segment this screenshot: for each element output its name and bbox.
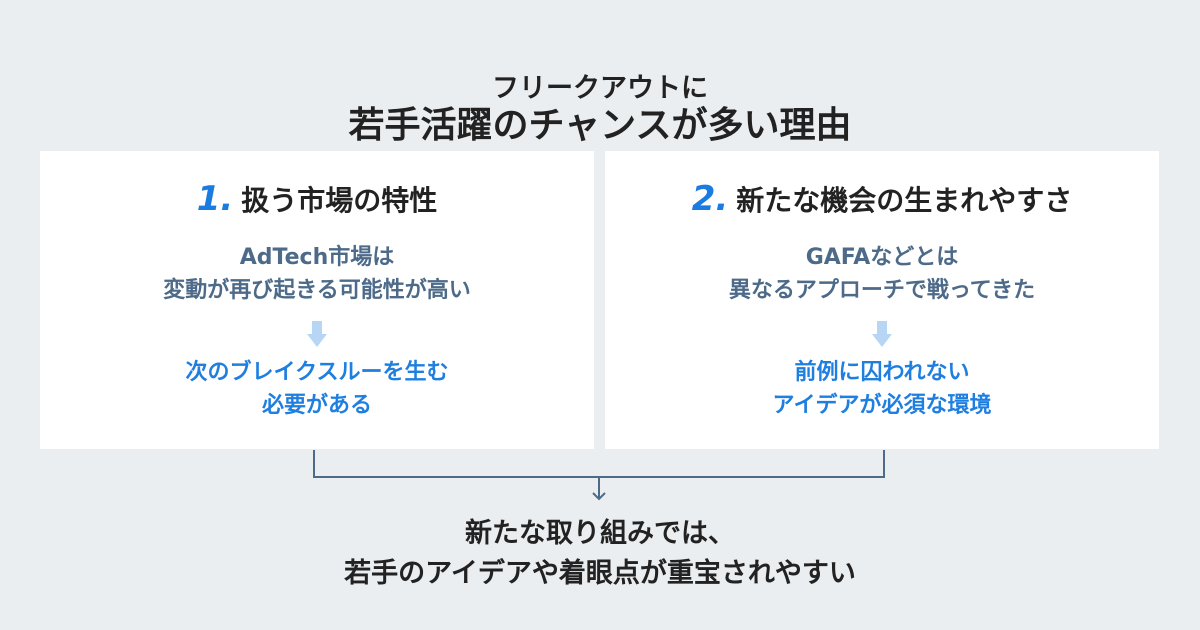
card-heading-text: 扱う市場の特性 <box>241 184 438 217</box>
reason-card-2: 2.新たな機会の生まれやすさ GAFAなどとは異なるアプローチで戦ってきた 前例… <box>605 151 1159 449</box>
desc-line: 異なるアプローチで戦ってきた <box>728 278 1036 303</box>
card-description: AdTech市場は変動が再び起きる可能性が高い <box>40 241 594 307</box>
card-result: 前例に囚われないアイデアが必須な環境 <box>605 356 1159 422</box>
result-line: 前例に囚われない <box>794 360 970 385</box>
card-result: 次のブレイクスルーを生む必要がある <box>40 356 594 422</box>
title-line2: 若手活躍のチャンスが多い理由 <box>348 105 852 146</box>
arrow-down-icon <box>307 321 327 347</box>
result-line: 必要がある <box>261 393 372 418</box>
card-heading-text: 新たな機会の生まれやすさ <box>736 184 1073 217</box>
card-heading: 1.扱う市場の特性 <box>40 179 594 219</box>
desc-line: AdTech市場は <box>239 245 395 270</box>
card-number: 2. <box>691 179 729 219</box>
arrow-down-icon <box>592 492 606 501</box>
result-line: アイデアが必須な環境 <box>772 393 992 418</box>
result-line: 次のブレイクスルーを生む <box>185 360 449 385</box>
card-number: 1. <box>196 179 234 219</box>
conclusion: 新たな取り組みでは、若手のアイデアや着眼点が重宝されやすい <box>0 514 1200 594</box>
reason-card-1: 1.扱う市場の特性 AdTech市場は変動が再び起きる可能性が高い 次のブレイク… <box>40 151 594 449</box>
conclusion-line: 若手のアイデアや着眼点が重宝されやすい <box>344 558 856 589</box>
desc-line: 変動が再び起きる可能性が高い <box>163 278 471 303</box>
arrow-down-icon <box>872 321 892 347</box>
card-heading: 2.新たな機会の生まれやすさ <box>605 179 1159 219</box>
title-line1: フリークアウトに <box>492 73 708 104</box>
card-description: GAFAなどとは異なるアプローチで戦ってきた <box>605 241 1159 307</box>
conclusion-line: 新たな取り組みでは、 <box>465 518 735 549</box>
desc-line: GAFAなどとは <box>805 245 959 270</box>
